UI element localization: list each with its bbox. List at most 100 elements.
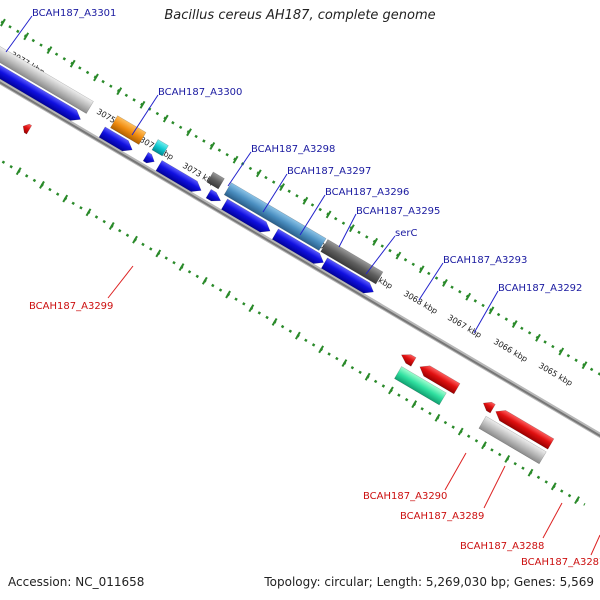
ruler-minor-tick [550, 482, 557, 491]
gene-label-BCAH187_A3299[interactable]: BCAH187_A3299 [29, 301, 113, 312]
ruler-minor-tick [23, 32, 30, 41]
ruler-minor-tick [481, 441, 487, 450]
ruler-minor-tick [341, 359, 348, 367]
ruler-minor-tick [248, 304, 255, 313]
gene-label-BCAH187_A3298[interactable]: BCAH187_A3298 [251, 144, 335, 155]
ruler-minor-tick [15, 167, 22, 176]
ruler-minor-tick [209, 141, 216, 150]
gene-label-BCAH187_A3292[interactable]: BCAH187_A3292 [498, 283, 582, 294]
label-leader-line [299, 194, 326, 236]
label-leader-line [444, 452, 467, 491]
ruler-minor-tick [558, 347, 565, 356]
ruler-minor-tick [93, 73, 99, 82]
gene-arrow-BCAH187_A3287 [495, 410, 555, 450]
label-leader-line [5, 15, 33, 53]
cds-block-BCAH187_A3297 [151, 139, 169, 157]
ruler-minor-tick [271, 317, 278, 326]
gene-arrow-BCAH187_A3292 [320, 257, 374, 294]
ruler-minor-tick [201, 276, 208, 285]
cds-block-BCAH187_A3298 [110, 115, 147, 145]
cds-block-BCAH187_A3296 [206, 171, 225, 190]
label-leader-line [227, 151, 252, 187]
ruler-minor-tick [279, 183, 285, 192]
ruler-minor-tick [69, 59, 76, 68]
genome-summary: Topology: circular; Length: 5,269,030 bp… [264, 575, 594, 589]
ruler-minor-tick [372, 237, 379, 246]
gene-arrow-BCAH187_A3293 [271, 228, 324, 264]
ruler-minor-tick [318, 345, 325, 354]
ruler-minor-tick [225, 290, 231, 299]
gene-label-BCAH187_A3297[interactable]: BCAH187_A3297 [287, 166, 371, 177]
ruler-minor-tick [442, 279, 448, 287]
ruler-minor-tick [178, 263, 185, 272]
accession-text: Accession: NC_011658 [8, 575, 145, 589]
gene-label-BCAH187_A3300[interactable]: BCAH187_A3300 [158, 87, 242, 98]
gene-label-BCAH187_A3290[interactable]: BCAH187_A3290 [363, 491, 447, 502]
gene-label-BCAH187_A3301[interactable]: BCAH187_A3301 [32, 8, 116, 19]
gene-label-BCAH187_A3287[interactable]: BCAH187_A3287 [521, 557, 600, 568]
kbp-tick-label: 3065 kbp [537, 361, 574, 388]
ruler-minor-tick [574, 496, 580, 505]
ruler-minor-tick [488, 306, 495, 315]
ruler-minor-tick [232, 155, 239, 164]
ruler-minor-tick [581, 361, 588, 370]
ruler-minor-tick [108, 222, 115, 230]
cds-block-BCAH187_A3289 [394, 366, 447, 406]
ruler-minor-tick [46, 46, 53, 54]
label-leader-line [483, 465, 506, 509]
gene-arrow-BCAH187_A3296 [155, 160, 202, 192]
ruler-minor-tick [325, 210, 332, 219]
ruler-minor-tick [418, 265, 425, 274]
ruler-minor-tick [511, 320, 518, 329]
ruler-dots-top [0, 0, 600, 403]
gene-label-BCAH187_A3296[interactable]: BCAH187_A3296 [325, 187, 409, 198]
ruler-minor-tick [364, 372, 371, 381]
backbone-core [0, 29, 600, 448]
label-leader-line [473, 290, 499, 334]
cds-block-BCAH187_A3300 [0, 39, 94, 114]
ruler-minor-tick [62, 194, 69, 203]
ruler-minor-tick [527, 468, 534, 477]
gene-label-serC[interactable]: serC [395, 228, 417, 239]
ruler-minor-tick [39, 180, 45, 189]
ruler-minor-tick [132, 235, 138, 244]
ruler-minor-tick [116, 87, 123, 96]
gene-arrow-BCAH187_A3290 [401, 354, 417, 367]
ruler-minor-tick [348, 224, 355, 233]
gene-arrow-serC [221, 198, 271, 233]
gene-label-BCAH187_A3295[interactable]: BCAH187_A3295 [356, 206, 440, 217]
label-leader-line [131, 94, 159, 136]
ruler-minor-tick [0, 18, 6, 27]
gene-label-BCAH187_A3289[interactable]: BCAH187_A3289 [400, 511, 484, 522]
ruler-minor-tick [302, 196, 309, 205]
label-leader-line [262, 173, 288, 213]
ruler-bottom [0, 87, 586, 506]
ruler-minor-tick [162, 114, 169, 123]
ruler-minor-tick [85, 208, 92, 217]
label-leader-line [542, 502, 563, 539]
gene-features [0, 39, 555, 465]
label-leaders [5, 15, 600, 556]
kbp-tick-label: 3068 kbp [402, 289, 439, 316]
label-leader-line [418, 262, 444, 301]
gene-arrow-BCAH187_A3298 [98, 126, 133, 152]
gene-arrow-BCAH187_A3295 [205, 189, 222, 202]
label-leader-line [107, 265, 134, 299]
gene-labels: BCAH187_A3301 BCAH187_A3300 BCAH187_A329… [29, 8, 600, 568]
gene-label-BCAH187_A3293[interactable]: BCAH187_A3293 [443, 255, 527, 266]
gene-arrow-BCAH187_A3288 [482, 401, 496, 414]
ruler-minor-tick [411, 400, 418, 409]
cds-block-BCAH187_A3287 [478, 415, 547, 465]
ruler-minor-tick [388, 386, 394, 395]
ruler-minor-tick [465, 292, 472, 301]
ruler-minor-tick [457, 427, 464, 436]
ruler-minor-tick [186, 128, 192, 137]
label-leader-line [365, 235, 396, 275]
kbp-tick-label: 3066 kbp [492, 337, 529, 364]
ruler-minor-tick [294, 331, 301, 340]
gene-arrow-BCAH187_A3289 [419, 365, 461, 395]
ruler-minor-tick [504, 455, 511, 463]
ruler-minor-tick [155, 249, 162, 258]
gene-label-BCAH187_A3288[interactable]: BCAH187_A3288 [460, 541, 544, 552]
